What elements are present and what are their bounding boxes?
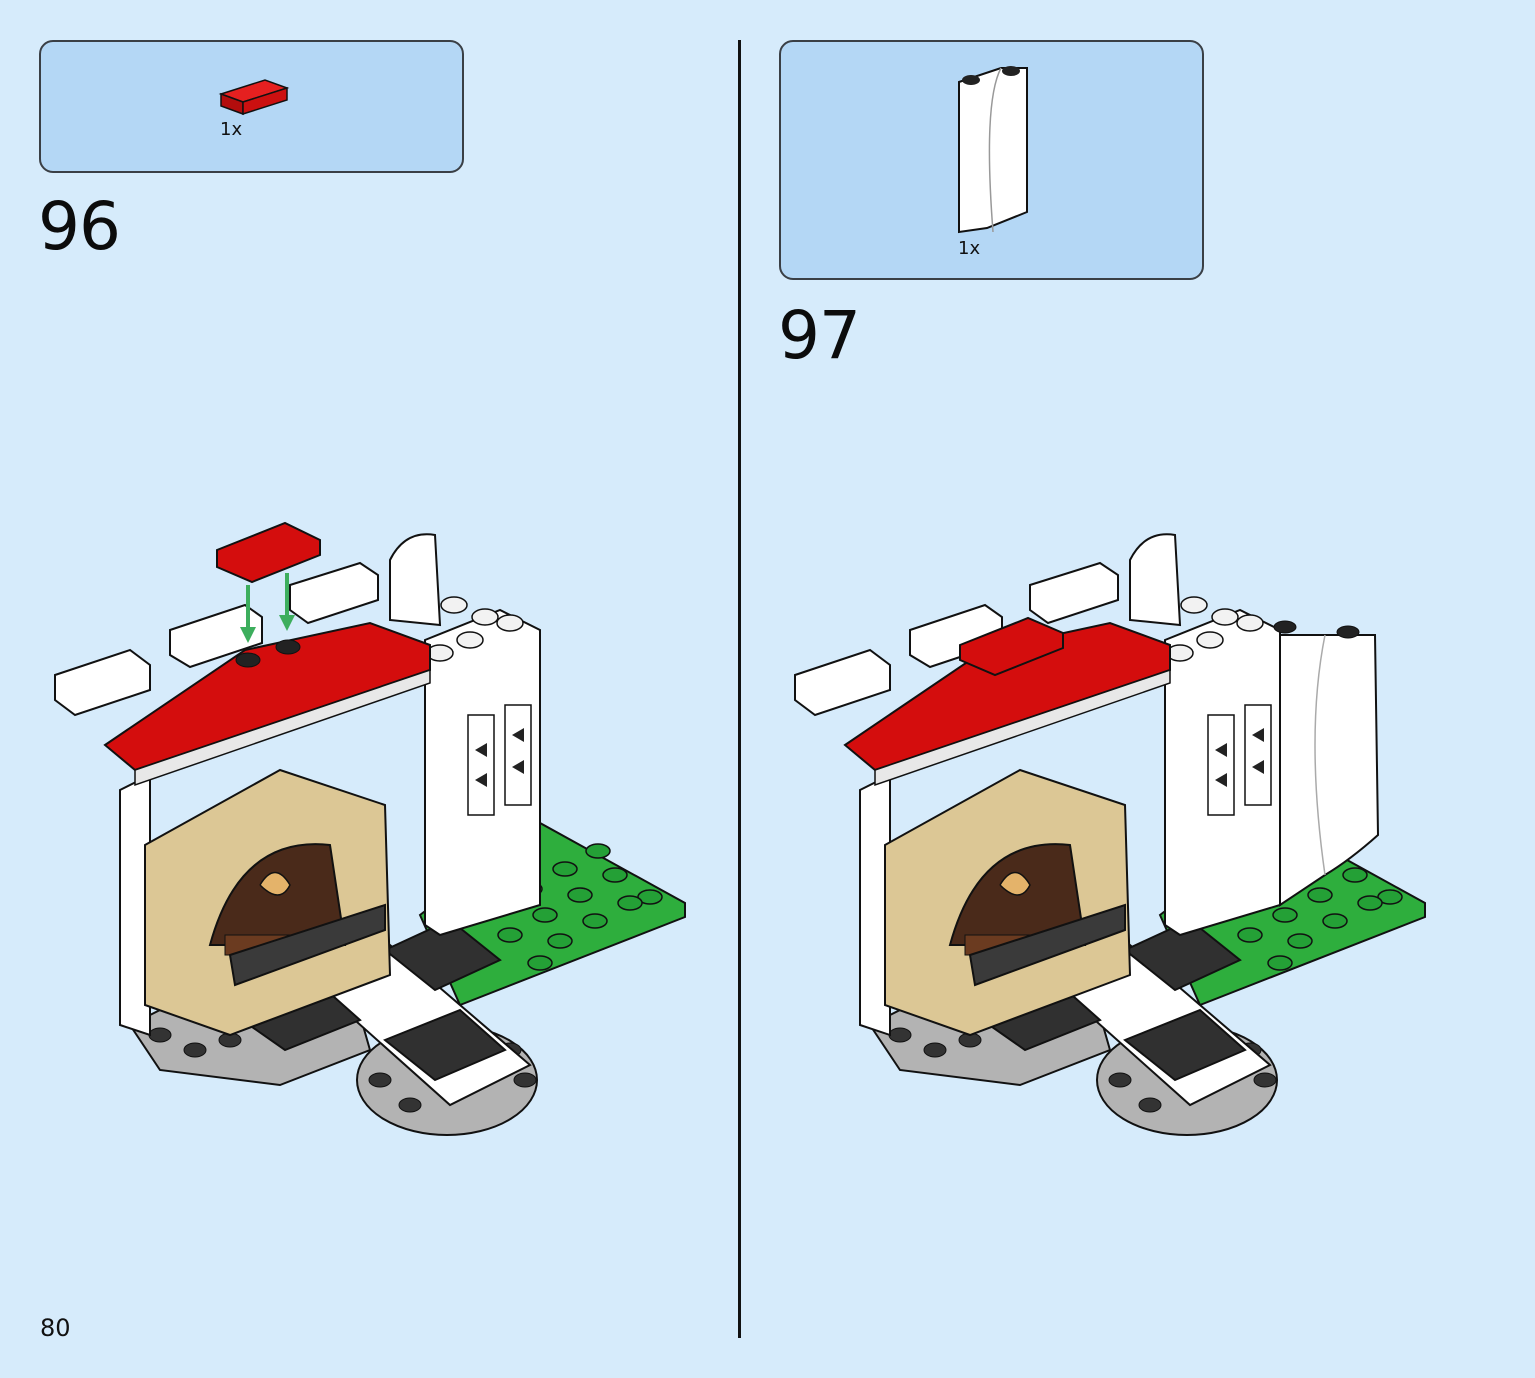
part-quantity: 1x (958, 238, 981, 259)
step-number-96: 96 (38, 188, 121, 265)
white-curved-panel-part-icon (958, 66, 1028, 234)
column-divider (738, 40, 741, 1338)
part-quantity: 1x (220, 119, 243, 140)
step-96-illustration (54, 521, 686, 1136)
step-97-illustration (794, 533, 1426, 1136)
step-number-97: 97 (778, 297, 861, 374)
page-number: 80 (40, 1314, 71, 1342)
red-tile-part-icon (218, 79, 290, 116)
step-97-parts-box: 1x (779, 40, 1204, 280)
step-96-parts-box: 1x (39, 40, 464, 173)
